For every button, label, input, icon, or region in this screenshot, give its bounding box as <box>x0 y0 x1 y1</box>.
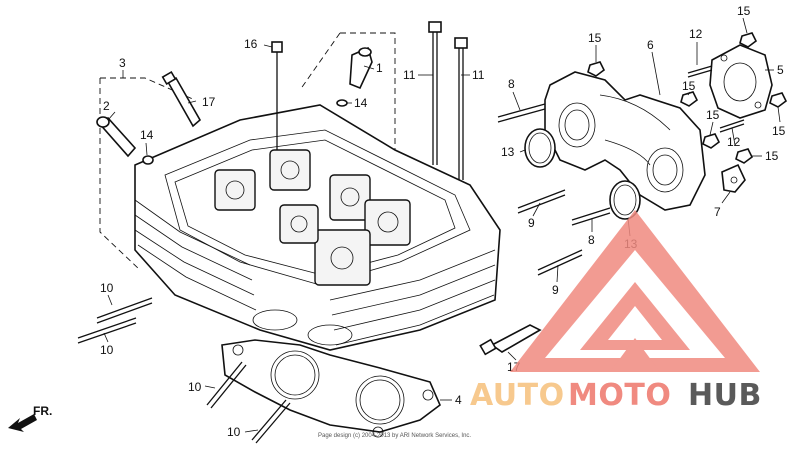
cylinder-head <box>134 104 501 351</box>
studs-and-bolts <box>77 21 788 444</box>
callout-6: 6 <box>647 38 654 52</box>
callout-16: 16 <box>244 37 258 51</box>
callout-15b: 15 <box>737 4 751 18</box>
callout-5: 5 <box>777 63 784 77</box>
callout-8a: 8 <box>508 77 515 91</box>
callout-12b: 12 <box>727 135 741 149</box>
callout-3: 3 <box>119 56 126 70</box>
callout-14a: 14 <box>140 128 154 142</box>
callout-12a: 12 <box>689 27 703 41</box>
brand-hub: HUB <box>688 378 762 413</box>
o-rings <box>524 128 641 220</box>
intake-manifold <box>544 71 706 211</box>
callout-10d: 10 <box>227 425 241 439</box>
callout-9a: 9 <box>528 216 535 230</box>
callout-8b: 8 <box>588 233 595 247</box>
head-gasket <box>221 339 441 438</box>
brand-auto: AUTO <box>470 378 565 413</box>
brand-moto: MOTO <box>568 378 671 413</box>
copyright-notice: Page design (c) 2004-2013 by ARI Network… <box>318 433 471 439</box>
bracket <box>721 163 746 193</box>
callout-11b: 11 <box>472 68 485 82</box>
front-arrow-icon <box>8 414 37 432</box>
callout-7: 7 <box>714 205 721 219</box>
triangle-logo-icon <box>510 210 760 372</box>
callout-10a: 10 <box>100 281 114 295</box>
automotohub-watermark: AUTO MOTO HUB <box>470 210 762 413</box>
callout-4: 4 <box>455 393 462 407</box>
callout-15a: 15 <box>588 31 602 45</box>
callout-15c: 15 <box>682 79 696 93</box>
callout-2: 2 <box>103 99 110 113</box>
callout-15f: 15 <box>765 149 779 163</box>
callout-10c: 10 <box>188 380 202 394</box>
front-direction-marker: FR. <box>8 404 52 432</box>
callout-14b: 14 <box>354 96 368 110</box>
callout-17a: 17 <box>202 95 216 109</box>
callout-15d: 15 <box>706 108 720 122</box>
callout-15e: 15 <box>772 124 786 138</box>
callout-9b: 9 <box>552 283 559 297</box>
front-label: FR. <box>33 404 52 418</box>
callout-11a: 11 <box>403 68 416 82</box>
insulator-plate <box>709 44 773 119</box>
callout-1: 1 <box>376 61 383 75</box>
callout-13a: 13 <box>501 145 515 159</box>
callout-labels: 1 2 3 4 5 6 7 8 8 9 9 10 10 10 10 11 11 … <box>100 4 786 439</box>
callout-10b: 10 <box>100 343 114 357</box>
